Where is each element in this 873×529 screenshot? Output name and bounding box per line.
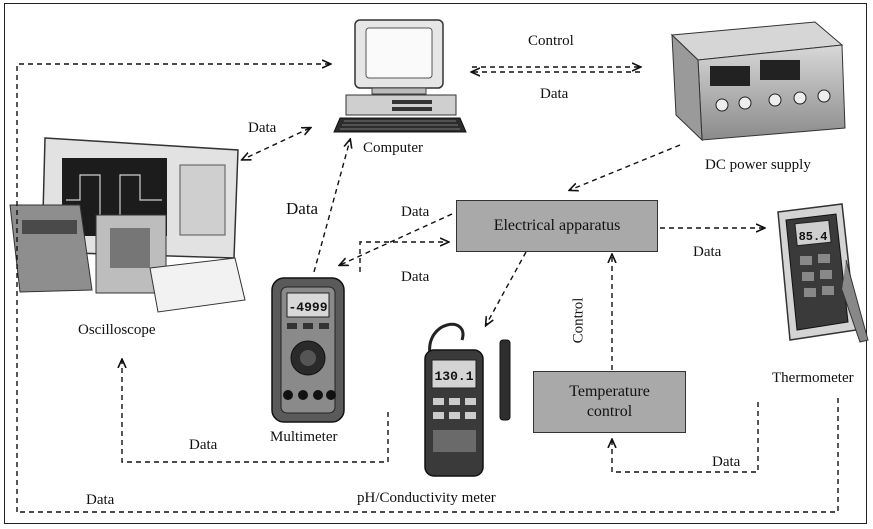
arrow-apparatus-to-ph-meter (486, 251, 527, 325)
data-label-thermometer-temp-control: Data (712, 454, 741, 470)
multimeter-display: -4999 (288, 300, 327, 315)
data-label-multimeter-apparatus: Data (401, 269, 430, 285)
arrow-ph-meter-to-oscilloscope (122, 360, 389, 463)
ph-display: 130.1 (434, 369, 473, 384)
electrical-apparatus-label: Electrical apparatus (493, 217, 621, 234)
arrow-multimeter-to-computer (313, 140, 350, 273)
oscilloscope-illustration (9, 137, 246, 313)
temperature-control-label-2: control (586, 403, 633, 420)
power-supply-label: DC power supply (705, 157, 811, 173)
data-label-top: Data (540, 86, 569, 102)
oscilloscope-label: Oscilloscope (78, 322, 156, 338)
arrow-oscilloscope-computer (248, 128, 310, 157)
arrow-supply-to-apparatus (570, 144, 681, 190)
arrow-thermometer-bottom-loop (17, 398, 839, 513)
data-label-multimeter-computer: Data (286, 199, 319, 218)
data-label-ph-meter-oscilloscope: Data (189, 437, 218, 453)
arrow-apparatus-to-multimeter (340, 213, 453, 265)
multimeter-label: Multimeter (270, 429, 338, 445)
ph-meter-illustration (424, 323, 511, 477)
arrow-multimeter-to-apparatus (359, 242, 448, 272)
data-label-bottom: Data (86, 492, 115, 508)
control-label-top: Control (528, 33, 574, 49)
computer-label: Computer (363, 140, 423, 156)
computer-illustration (333, 19, 467, 133)
power-supply-illustration (670, 21, 846, 142)
data-label-oscilloscope-computer: Data (248, 120, 277, 136)
data-label-apparatus-thermometer: Data (693, 244, 722, 260)
data-label-apparatus-multimeter: Data (401, 204, 430, 220)
temperature-control-box: Temperature control (533, 371, 686, 433)
diagram-frame (4, 3, 867, 524)
temperature-control-label-1: Temperature (569, 383, 650, 400)
control-label-vertical: Control (570, 297, 587, 344)
ph-meter-label: pH/Conductivity meter (357, 490, 496, 506)
thermometer-label: Thermometer (772, 370, 854, 386)
multimeter-illustration (271, 277, 345, 423)
thermometer-display: 85.4 (799, 230, 828, 244)
thermometer-illustration (777, 203, 869, 343)
electrical-apparatus-box: Electrical apparatus (456, 200, 658, 252)
